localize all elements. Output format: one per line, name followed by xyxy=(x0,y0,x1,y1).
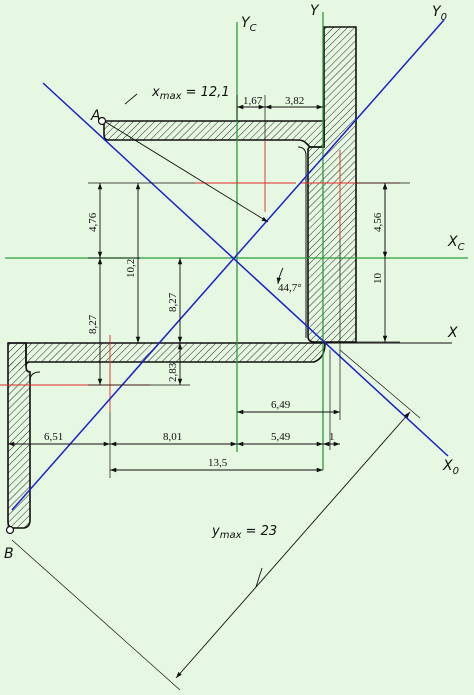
section-profile xyxy=(7,26,357,529)
x0-label: X0 xyxy=(442,458,459,477)
dim-13-5: 13,5 xyxy=(208,457,228,469)
dim-8-01: 8,01 xyxy=(163,431,182,443)
centroid-axes xyxy=(5,12,468,470)
axis-labels: YC Y Y0 XC X X0 A B xyxy=(4,3,465,562)
dim-6-51: 6,51 xyxy=(44,431,63,443)
point-b-label: B xyxy=(4,546,14,562)
dim-4-76: 4,76 xyxy=(87,212,99,232)
principal-axes xyxy=(11,19,449,511)
ymax-label: ymax = 23 xyxy=(211,524,277,541)
dim-3-82: 3,82 xyxy=(285,95,304,107)
top-flange xyxy=(103,120,325,148)
point-a-marker xyxy=(97,116,107,126)
bottom-flange xyxy=(8,342,326,367)
y0-label: Y0 xyxy=(432,4,447,23)
angle-label: 44,7° xyxy=(278,282,302,294)
y-label: Y xyxy=(310,3,320,19)
x0-axis-line xyxy=(42,82,449,457)
dimension-labels: 1,67 3,82 4,76 8,27 10,2 8,27 2,83 4,56 … xyxy=(44,95,384,469)
point-b-marker xyxy=(5,525,15,535)
annotation-labels: xmax = 12,1 ymax = 23 44,7° xyxy=(151,85,302,541)
x-label: X xyxy=(447,325,458,341)
dim-10-2: 10,2 xyxy=(125,259,137,278)
dim-8-27-left: 8,27 xyxy=(87,314,99,334)
dim-6-49: 6,49 xyxy=(271,399,291,411)
dim-5-49: 5,49 xyxy=(271,431,291,443)
dim-1: 1 xyxy=(329,431,335,443)
dim-4-56: 4,56 xyxy=(372,212,384,232)
xc-label: XC xyxy=(447,234,465,253)
vertical-web xyxy=(307,26,357,343)
y0-axis-line xyxy=(11,19,445,511)
dim-1-67: 1,67 xyxy=(243,95,263,107)
yc-label: YC xyxy=(241,15,257,34)
dim-10: 10 xyxy=(372,273,384,285)
point-a-label: A xyxy=(90,108,101,124)
xmax-label: xmax = 12,1 xyxy=(151,85,230,102)
dimension-lines xyxy=(7,93,421,691)
dim-8-27-mid: 8,27 xyxy=(167,292,179,312)
left-leg xyxy=(7,342,31,529)
dim-2-83: 2,83 xyxy=(167,362,179,382)
